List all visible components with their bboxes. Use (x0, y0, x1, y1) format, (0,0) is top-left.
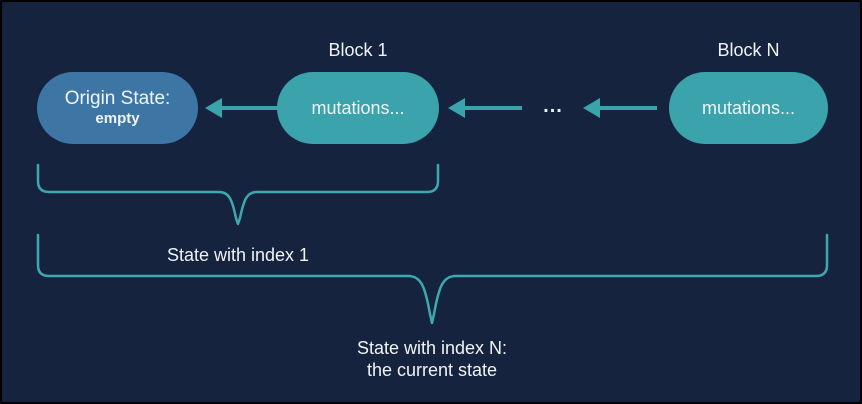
arrow-left-icon (448, 98, 522, 118)
block-n-node: mutations... (669, 72, 828, 144)
arrow-left-icon (583, 98, 657, 118)
brace-state-n (36, 233, 829, 325)
origin-state-value: empty (95, 110, 140, 127)
origin-state-node: Origin State: empty (37, 72, 198, 144)
chain-ellipsis: ... (543, 95, 563, 117)
caption-state-index-1: State with index 1 (166, 245, 310, 265)
block-1-content: mutations... (311, 97, 405, 118)
arrow-left-icon (205, 98, 279, 118)
brace-state-1 (36, 163, 440, 226)
block-1-label: Block 1 (328, 40, 388, 60)
caption-state-index-n: State with index N: the current state (307, 337, 557, 381)
caption-state-index-n-line1: State with index N: (356, 338, 508, 358)
block-n-content: mutations... (701, 97, 796, 118)
origin-state-title: Origin State: (64, 88, 171, 109)
block-1-node: mutations... (277, 72, 439, 144)
caption-state-index-n-line2: the current state (366, 360, 498, 380)
block-n-label: Block N (717, 40, 780, 60)
